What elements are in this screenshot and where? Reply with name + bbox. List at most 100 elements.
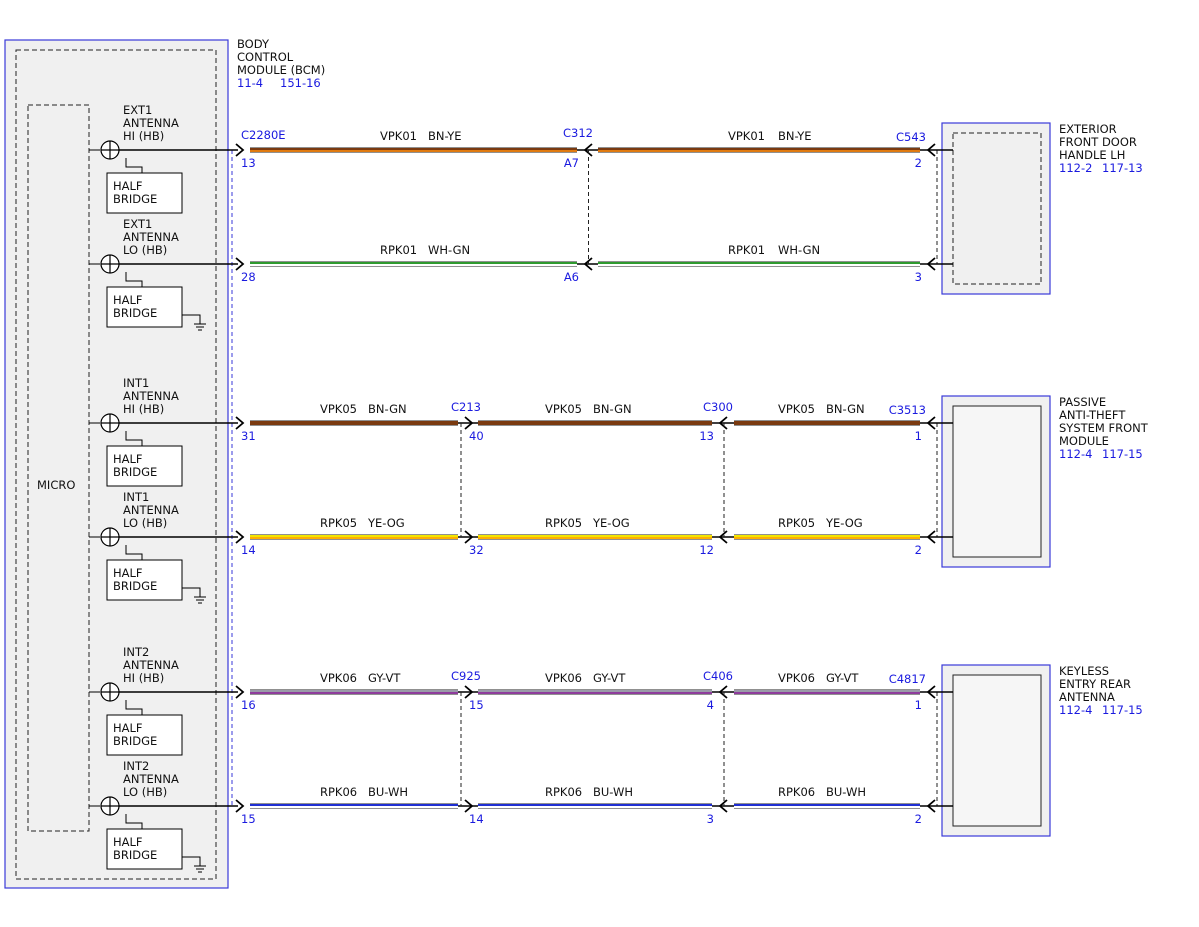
bcm-pin-arrow [235,530,245,544]
inline-connector-arrow [718,799,728,813]
half-bridge-link [125,158,143,173]
half-bridge-label: BRIDGE [113,465,157,479]
ground-lead [182,314,201,324]
component-housing [941,122,1051,295]
connector-pin-number: 14 [241,543,256,557]
wire-color-label: WH-GN [778,243,820,257]
component-name-line: ANTI-THEFT [1059,408,1126,422]
connector-pin-number: 1 [915,429,922,443]
half-bridge-box [106,828,183,870]
connector-pin-number: 40 [469,429,484,443]
connector-name: C2280E [241,128,286,142]
wire-color-label: WH-GN [428,243,470,257]
wire-circuit-label: VPK06 [545,671,582,685]
wire-color-label: YE-OG [825,516,863,530]
connector-pin-number: A7 [564,156,579,170]
connector-pin-number: 16 [241,698,256,712]
antenna-label: ANTENNA [123,658,179,672]
component-inner-box [952,405,1042,558]
connector-pin-number: 2 [915,812,922,826]
bcm-title-line: BODY [237,37,270,51]
connector-name: C3513 [889,403,926,417]
wire-circuit-label: VPK05 [320,402,357,416]
component-name-line: ANTENNA [1059,690,1115,704]
antenna-label: ANTENNA [123,503,179,517]
connector-pin-number: 2 [915,543,922,557]
inline-connector-arrow [464,799,474,813]
connector-name: C406 [703,669,733,683]
antenna-label: INT1 [123,376,149,390]
half-bridge-label: HALF [113,566,143,580]
component-page-ref: 117-15 [1102,447,1143,461]
wire-circuit-label: VPK06 [320,671,357,685]
connector-pin-number: 15 [241,812,256,826]
half-bridge-label: HALF [113,835,143,849]
inline-connector-arrow [718,416,728,430]
wire-color-label: BU-WH [368,785,408,799]
ground-lead [182,587,201,597]
antenna-label: EXT1 [123,217,152,231]
wire-circuit-label: RPK05 [778,516,815,530]
connector-pin-number: 2 [915,156,922,170]
wire-circuit-label: RPK06 [320,785,357,799]
half-bridge-link [125,431,143,446]
wire-color-label: BU-WH [593,785,633,799]
component-page-ref: 112-4 [1059,703,1092,717]
connector-pin-number: 3 [707,812,714,826]
connector-name: C543 [896,130,926,144]
component-page-ref: 117-13 [1102,161,1143,175]
half-bridge-label: BRIDGE [113,734,157,748]
antenna-label: INT1 [123,490,149,504]
wire-color-label: BN-YE [428,129,462,143]
wire-color-label: GY-VT [593,671,626,685]
wire-color-label: BU-WH [826,785,866,799]
bcm-pin-arrow [235,143,245,157]
component-page-ref: 117-15 [1102,703,1143,717]
antenna-label: HI (HB) [123,671,164,685]
wire-circuit-label: VPK01 [728,129,765,143]
half-bridge-link [125,545,143,560]
bcm-pin-arrow [235,257,245,271]
wire-circuit-label: VPK01 [380,129,417,143]
wire-color-label: BN-YE [778,129,812,143]
half-bridge-box [106,445,183,487]
connector-name: C312 [563,126,593,140]
half-bridge-label: BRIDGE [113,848,157,862]
component-pin-arrow [926,257,936,271]
half-bridge-box [106,714,183,756]
half-bridge-label: BRIDGE [113,306,157,320]
component-name-line: EXTERIOR [1059,122,1117,136]
inline-connector-arrow [464,416,474,430]
antenna-label: HI (HB) [123,402,164,416]
antenna-label: ANTENNA [123,116,179,130]
connector-name: C213 [451,400,481,414]
antenna-label: INT2 [123,645,149,659]
component-pin-arrow [926,530,936,544]
connector-pin-number: 1 [915,698,922,712]
wire-circuit-label: VPK05 [545,402,582,416]
wire-color-label: BN-GN [368,402,407,416]
wire-circuit-label: RPK06 [545,785,582,799]
antenna-label: ANTENNA [123,389,179,403]
component-name-line: SYSTEM FRONT [1059,421,1149,435]
half-bridge-label: BRIDGE [113,192,157,206]
wire-circuit-label: VPK06 [778,671,815,685]
inline-connector-arrow [718,530,728,544]
connector-pin-number: 15 [469,698,484,712]
connector-pin-number: 31 [241,429,256,443]
connector-pin-number: 14 [469,812,484,826]
component-name-line: MODULE [1059,434,1109,448]
component-name-line: ENTRY REAR [1059,677,1131,691]
wire-color-label: GY-VT [368,671,401,685]
antenna-label: INT2 [123,759,149,773]
component-name-line: PASSIVE [1059,395,1106,409]
half-bridge-box [106,559,183,601]
component-pin-arrow [926,416,936,430]
connector-pin-number: 3 [915,270,922,284]
component-name-line: FRONT DOOR [1059,135,1137,149]
micro-boundary [27,104,90,832]
connector-name: C925 [451,669,481,683]
half-bridge-link [125,814,143,829]
antenna-label: EXT1 [123,103,152,117]
